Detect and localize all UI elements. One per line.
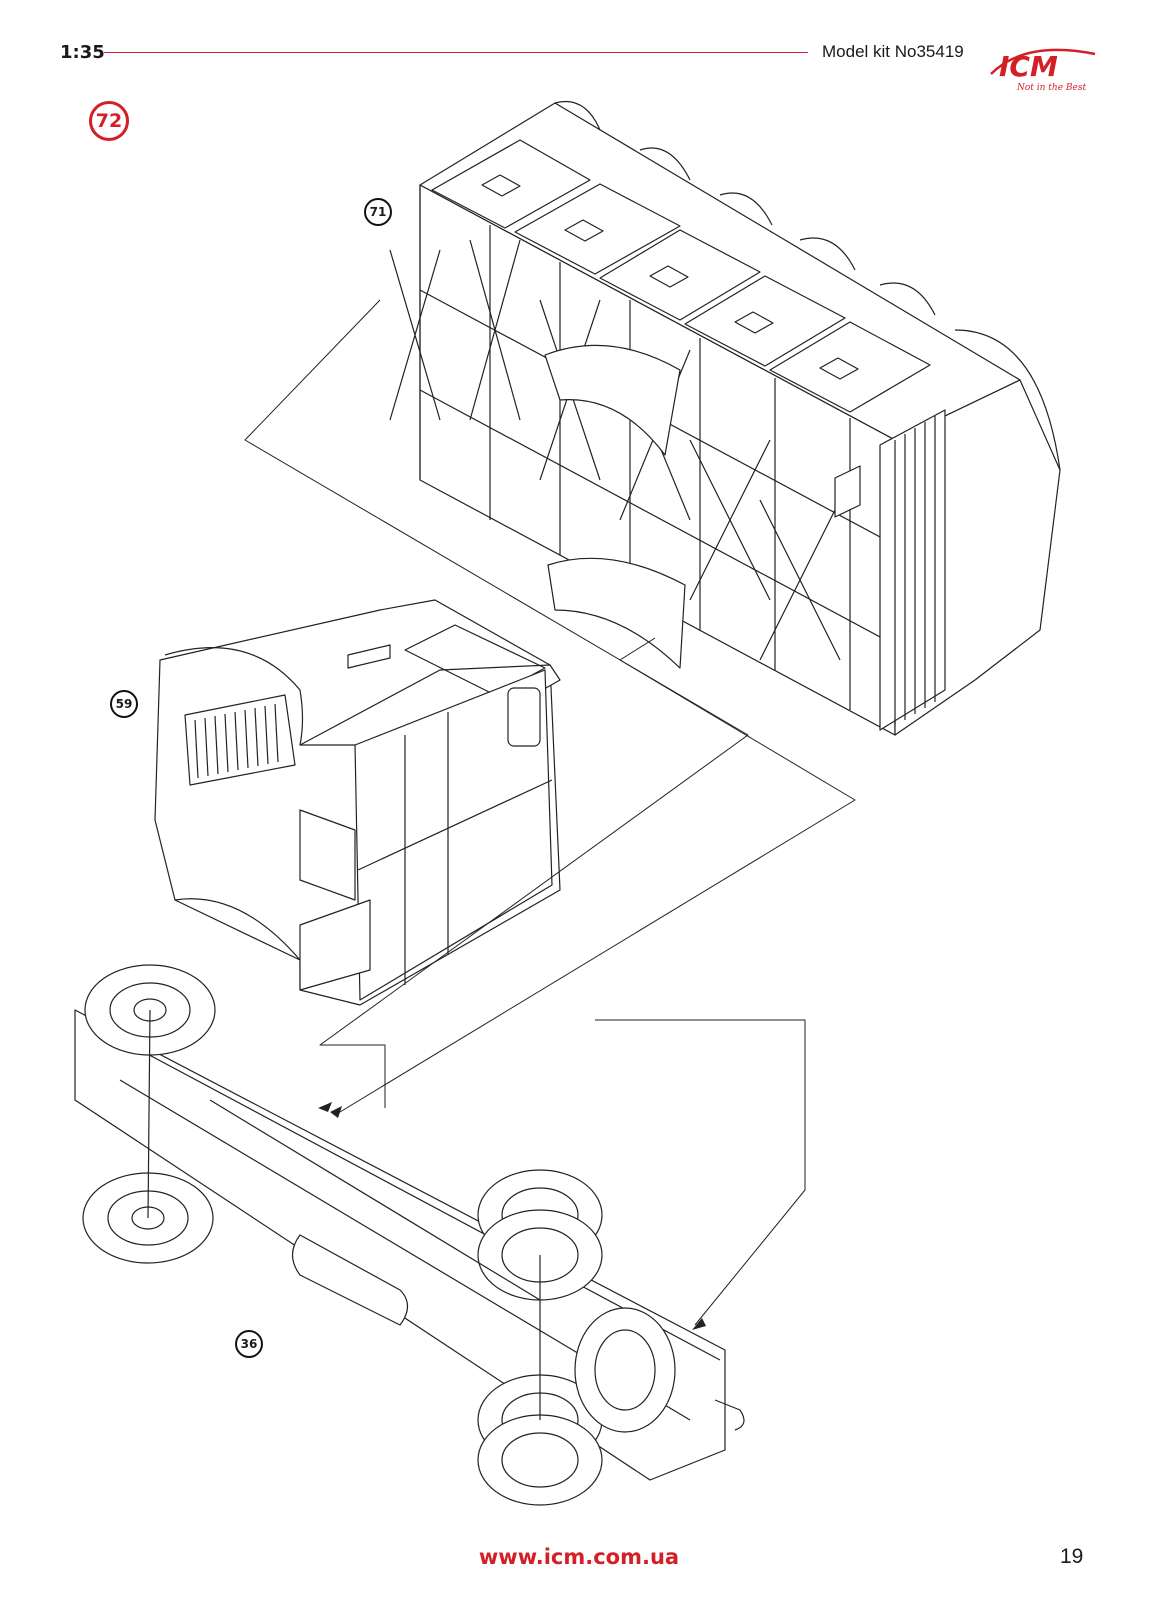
step-number-badge: 72 [89, 101, 129, 141]
ref-59-badge: 59 [110, 690, 138, 718]
scale-label: 1:35 [60, 42, 105, 63]
kit-number: Model kit No35419 [822, 42, 964, 61]
ref-71-badge: 71 [364, 198, 392, 226]
ref-36-badge: 36 [235, 1330, 263, 1358]
logo-tagline: Not in the Best [1016, 83, 1086, 93]
logo-text: ICM [999, 50, 1058, 83]
guide-arrowheads [318, 1102, 706, 1330]
chassis-drawing [74, 964, 745, 1506]
assembly-guide-lines [244, 299, 856, 1326]
body-frame-drawing [389, 101, 1061, 736]
cab-drawing [154, 599, 561, 1006]
page-number: 19 [1060, 1545, 1084, 1568]
icm-logo-icon: ICM Not in the Best [990, 48, 1096, 93]
header-divider [104, 52, 808, 53]
website-link[interactable]: www.icm.com.ua [478, 1545, 680, 1569]
